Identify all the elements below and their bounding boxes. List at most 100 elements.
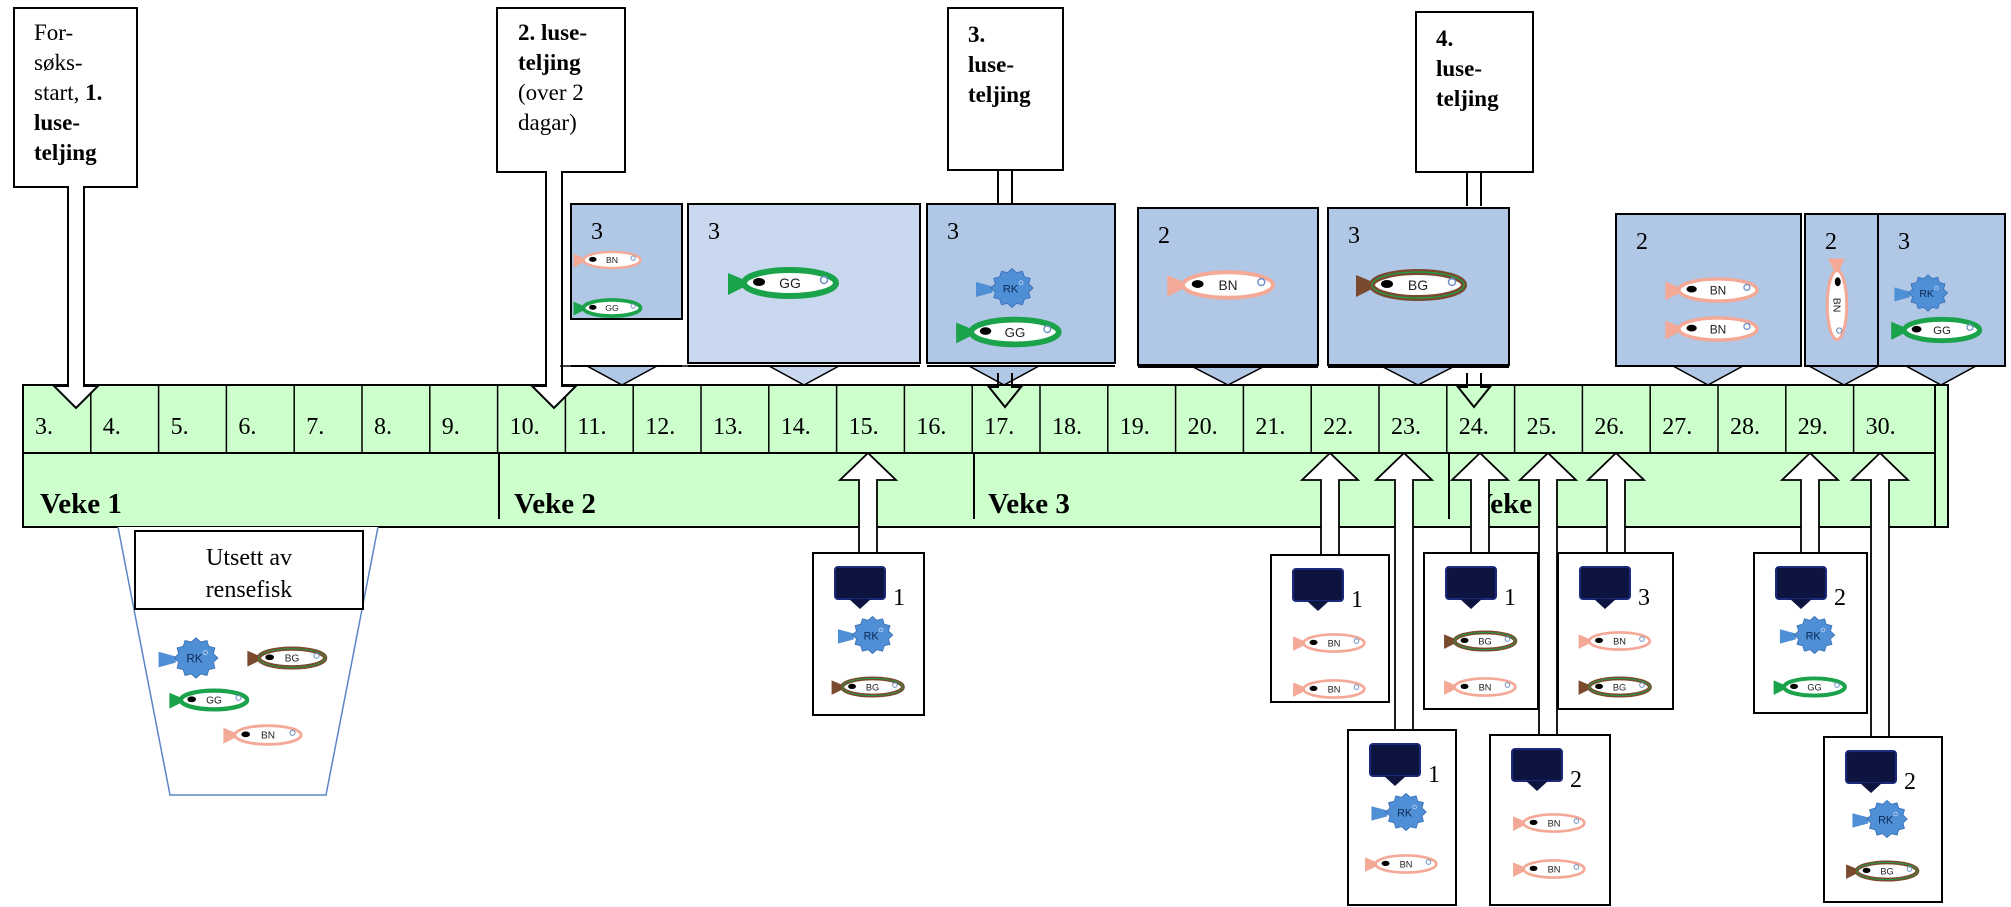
tank-count: 3 — [1348, 223, 1360, 249]
removal-up-arrow — [1849, 451, 1911, 737]
day-label: 17. — [984, 414, 1014, 440]
day-label: 8. — [374, 414, 392, 440]
tank-arrow — [1616, 365, 1801, 386]
removal-count: 2 — [1904, 769, 1916, 795]
timeline-bar: 3.4.5.6.7.8.9.10.11.12.13.14.15.16.17.18… — [22, 384, 1949, 528]
removal-count: 1 — [893, 585, 905, 611]
rk-fish-icon: RK — [1371, 792, 1427, 832]
callout-text-line: (over 2 — [518, 80, 584, 105]
callout-text-line: luse- — [968, 52, 1014, 77]
bn-fish-icon: BN — [1293, 679, 1366, 699]
bn-fish-icon: BN — [1665, 277, 1759, 303]
callout-text-line: teljing — [518, 50, 581, 75]
svg-text:RK: RK — [1806, 630, 1822, 642]
bn-fish-icon: BN — [1444, 677, 1517, 697]
removal-event-3: 1BG BN — [1423, 451, 1539, 710]
callout-down-arrow — [496, 7, 626, 410]
bucket-fish: RK BG GG BN — [158, 637, 328, 746]
callout-text-line: teljing — [34, 140, 97, 165]
day-label: 24. — [1459, 414, 1489, 440]
gg-fish-icon: GG — [956, 316, 1062, 348]
gg-fish-icon: GG — [1891, 316, 1983, 344]
tank-count: 3 — [1898, 229, 1910, 255]
stocking-tank-1: 3BN GG — [560, 203, 694, 386]
callout-text-line: luse- — [34, 110, 80, 135]
svg-text:BN: BN — [1328, 638, 1341, 648]
day-label: 10. — [510, 414, 540, 440]
bn-fish-icon: BN — [1365, 854, 1438, 874]
callout-text-line: dagar) — [518, 110, 577, 135]
callout-4-connector — [1455, 172, 1493, 409]
tank-count: 3 — [591, 219, 603, 245]
bg-fish-icon: BG — [831, 676, 905, 698]
svg-text:BG: BG — [285, 654, 300, 665]
stocking-tank-5: 3BG — [1327, 207, 1510, 386]
rk-fish-icon: RK — [976, 268, 1034, 308]
tank-count: 2 — [1636, 229, 1648, 255]
day-label: 28. — [1730, 414, 1760, 440]
bg-fish-icon: BG — [1578, 676, 1652, 698]
lice-count-callout-3: 3. luse- teljing — [947, 7, 1064, 171]
svg-text:RK: RK — [1919, 288, 1934, 300]
day-label: 20. — [1188, 414, 1218, 440]
removal-count: 1 — [1504, 585, 1516, 611]
svg-text:BG: BG — [1613, 682, 1626, 692]
monitor-icon — [1292, 568, 1344, 611]
svg-text:BN: BN — [1613, 636, 1626, 646]
svg-text:GG: GG — [206, 696, 222, 707]
rk-fish-icon: RK — [837, 615, 894, 655]
svg-text:BN: BN — [261, 731, 275, 742]
monitor-icon — [1775, 566, 1827, 609]
day-label: 21. — [1255, 414, 1285, 440]
svg-text:GG: GG — [1807, 682, 1821, 692]
svg-text:BG: BG — [1408, 277, 1428, 293]
callout-text-line: 4. — [1436, 26, 1453, 51]
bn-fish-icon: BN — [573, 250, 642, 270]
svg-text:BN: BN — [606, 255, 618, 265]
bg-fish-icon: BG — [1444, 630, 1518, 652]
svg-text:BG: BG — [1478, 636, 1491, 646]
callout-text-line: søks- — [34, 50, 83, 75]
callout-down-arrow — [13, 7, 138, 410]
rk-fish-icon: RK — [1852, 799, 1908, 839]
stocking-tank-6: 2BN BN — [1615, 213, 1802, 386]
day-ticks — [90, 385, 1855, 453]
tank-arrow — [1138, 366, 1318, 386]
week-label-2: Veke 2 — [514, 488, 596, 520]
svg-text:GG: GG — [605, 303, 619, 313]
day-label: 12. — [645, 414, 675, 440]
svg-text:RK: RK — [186, 653, 202, 666]
svg-text:BN: BN — [1400, 859, 1413, 869]
tank-arrow — [927, 365, 1115, 386]
callout-text-line: 2. luse- — [518, 20, 587, 45]
tank-count: 2 — [1825, 229, 1837, 255]
svg-text:BN: BN — [1710, 322, 1727, 336]
bucket-label-box — [134, 530, 364, 610]
bn-fish-icon: BN — [1167, 270, 1276, 300]
callout-text-line: teljing — [968, 82, 1031, 107]
monitor-icon — [834, 566, 886, 609]
svg-text:BN: BN — [1548, 818, 1561, 828]
timeline-background — [22, 384, 1949, 528]
bn-fish-icon: BN — [1293, 633, 1366, 653]
day-label: 9. — [442, 414, 460, 440]
callout-text-line: start, 1. — [34, 80, 102, 105]
svg-text:GG: GG — [1005, 325, 1026, 340]
removal-count: 2 — [1570, 767, 1582, 793]
removal-count: 1 — [1428, 762, 1440, 788]
day-label: 18. — [1052, 414, 1082, 440]
svg-text:BG: BG — [866, 682, 879, 692]
day-label: 16. — [916, 414, 946, 440]
stocking-tank-7: 2BN — [1804, 213, 1883, 386]
callout-box — [1415, 11, 1534, 173]
monitor-icon — [1445, 566, 1497, 609]
week-label-3: Veke 3 — [988, 488, 1070, 520]
svg-text:BN: BN — [1830, 298, 1842, 313]
day-label: 27. — [1662, 414, 1692, 440]
removal-up-arrow — [1449, 451, 1511, 553]
bn-fish-icon: BN — [223, 724, 303, 746]
removal-count: 3 — [1638, 585, 1650, 611]
removal-event-1: 1RK BG — [812, 451, 925, 716]
